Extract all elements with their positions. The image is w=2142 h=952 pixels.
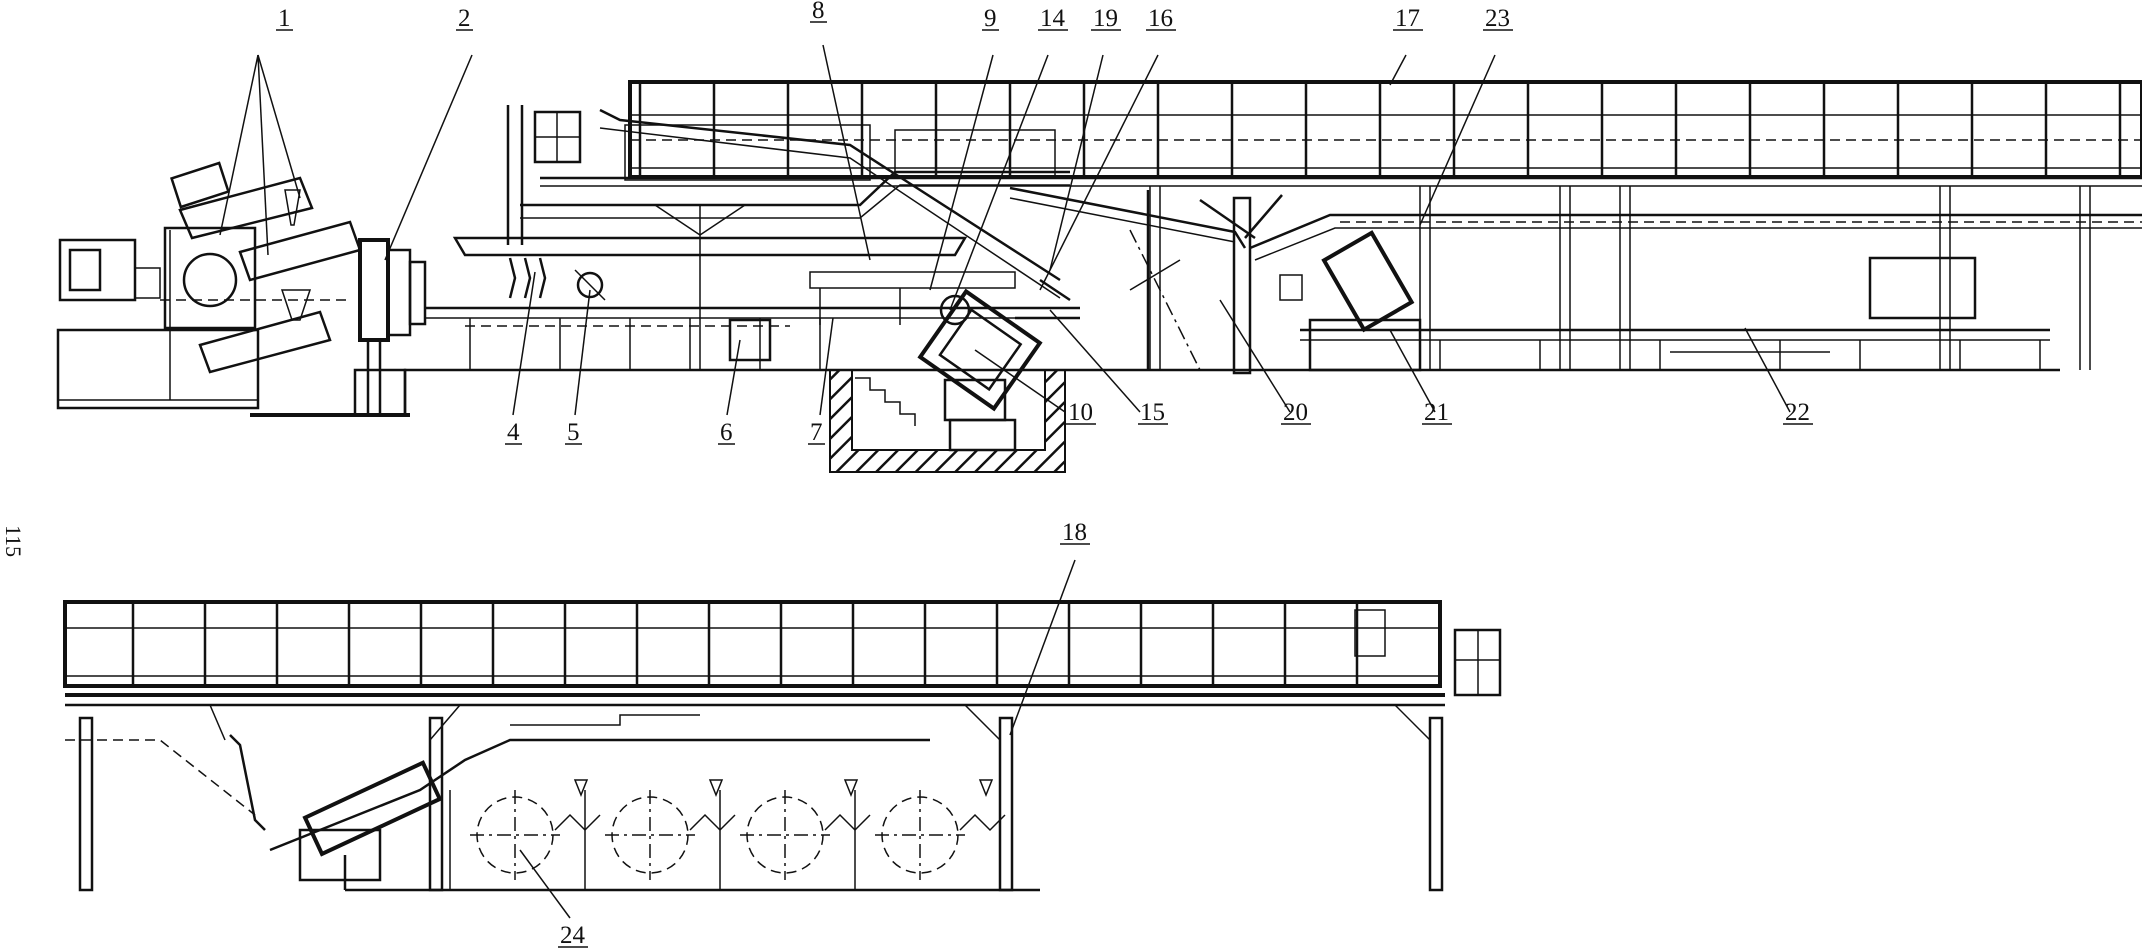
leader-line bbox=[1389, 54, 1407, 86]
callout-10: 10 bbox=[1068, 399, 1093, 426]
leader-line bbox=[929, 54, 994, 291]
callout-24: 24 bbox=[560, 922, 586, 949]
callout-2: 2 bbox=[458, 5, 471, 32]
callout-14: 14 bbox=[1040, 5, 1066, 32]
leader-line bbox=[257, 54, 301, 199]
leader-line bbox=[974, 349, 1066, 413]
leader-line bbox=[1049, 54, 1104, 271]
callout-1: 1 bbox=[278, 5, 291, 32]
mid-conveyor bbox=[1009, 186, 2142, 375]
upper-elevation bbox=[56, 80, 2142, 473]
leader-line bbox=[1419, 54, 1496, 226]
callout-7: 7 bbox=[810, 419, 823, 446]
upper-conveyor bbox=[540, 80, 2142, 187]
page-number: 115 bbox=[1, 525, 26, 557]
leader-line bbox=[1744, 327, 1791, 413]
callout-19: 19 bbox=[1093, 5, 1118, 32]
callout-8: 8 bbox=[812, 0, 825, 24]
callout-21: 21 bbox=[1424, 399, 1449, 426]
callout-20: 20 bbox=[1283, 399, 1308, 426]
callout-23: 23 bbox=[1485, 5, 1510, 32]
callout-17: 17 bbox=[1395, 5, 1420, 32]
forming-unit bbox=[809, 271, 1080, 422]
callout-6: 6 bbox=[720, 419, 733, 446]
leader-line bbox=[1039, 54, 1159, 291]
callout-22: 22 bbox=[1785, 399, 1810, 426]
extruder-group bbox=[56, 161, 362, 410]
leader-line bbox=[1049, 309, 1141, 413]
callout-18: 18 bbox=[1062, 519, 1087, 546]
leader-line bbox=[574, 289, 591, 416]
callout-15: 15 bbox=[1140, 399, 1165, 426]
callout-5: 5 bbox=[567, 419, 580, 446]
collecting-unit bbox=[1279, 230, 2050, 372]
building-frame bbox=[506, 105, 1070, 245]
leader-line bbox=[1389, 329, 1436, 413]
leader-line bbox=[819, 317, 834, 416]
leader-line bbox=[1219, 299, 1291, 413]
callout-4: 4 bbox=[507, 419, 520, 446]
leader-line bbox=[219, 54, 259, 236]
lower-elevation bbox=[63, 600, 1502, 892]
leader-line bbox=[1009, 559, 1076, 736]
inclined-conveyor bbox=[599, 108, 1071, 302]
die-head bbox=[250, 238, 427, 417]
table-platform bbox=[425, 204, 1080, 370]
cutting-tools bbox=[508, 257, 606, 301]
leader-line bbox=[257, 54, 269, 256]
callout-16: 16 bbox=[1148, 5, 1173, 32]
leader-line bbox=[512, 271, 536, 416]
leader-line bbox=[384, 54, 473, 261]
leader-line bbox=[519, 849, 571, 919]
leader-line bbox=[949, 54, 1049, 311]
callout-9: 9 bbox=[984, 5, 997, 32]
leader-line bbox=[822, 44, 871, 261]
leader-line bbox=[726, 339, 741, 416]
